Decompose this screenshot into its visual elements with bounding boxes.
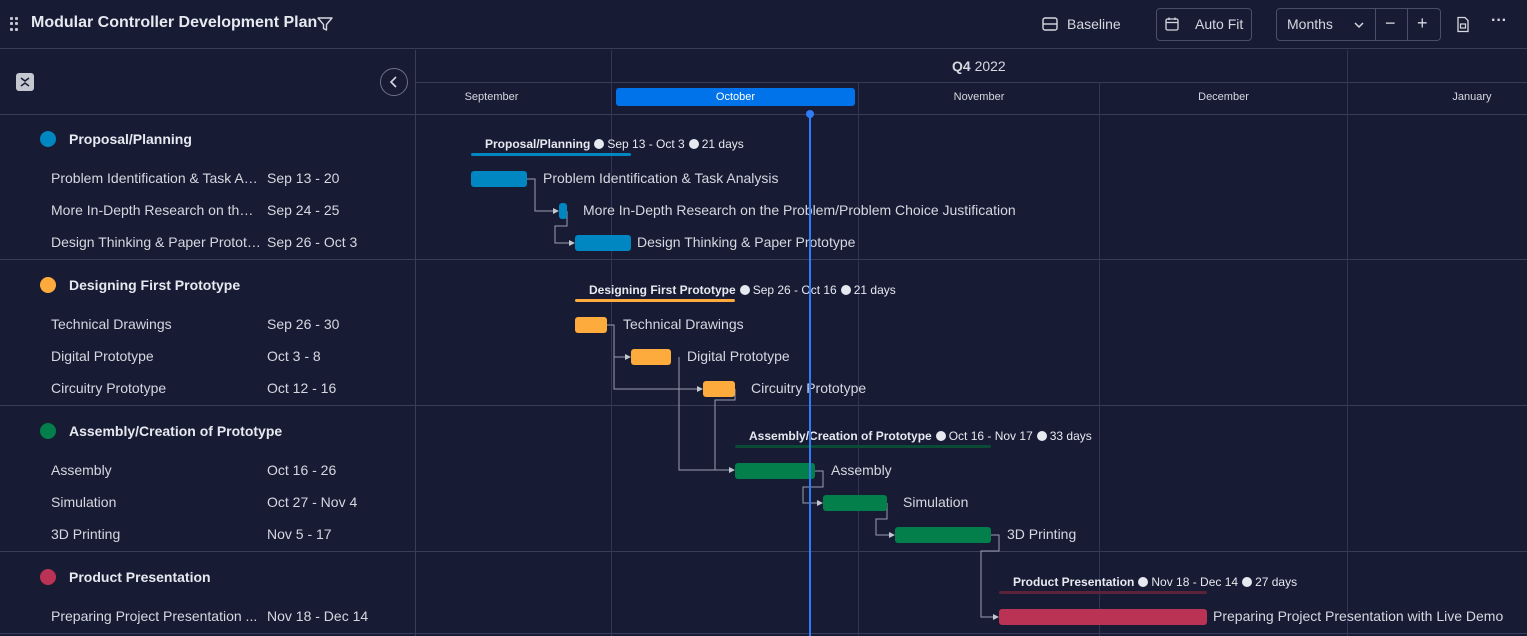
baseline-icon <box>1041 16 1059 37</box>
board-title[interactable]: Modular Controller Development Plan <box>31 14 318 31</box>
collapse-panel-button[interactable] <box>380 68 408 96</box>
baseline-button[interactable]: Baseline <box>1067 16 1121 32</box>
month-label: December <box>1198 91 1249 103</box>
task-bar-label: Simulation <box>903 494 969 510</box>
timeline-header: Q4 2022 September October November Decem… <box>416 50 1527 115</box>
task-bar-label: Problem Identification & Task Analysis <box>543 170 779 186</box>
group-color-dot <box>40 569 56 585</box>
month-gridline <box>611 50 612 636</box>
calendar-icon <box>1164 16 1180 37</box>
month-gridline <box>1347 50 1348 636</box>
task-dates[interactable]: Nov 18 - Dec 14 <box>267 608 369 624</box>
divider <box>1407 9 1408 40</box>
task-bar-label: Assembly <box>831 462 892 478</box>
task-bar-label: 3D Printing <box>1007 526 1077 542</box>
group-span-line <box>575 299 735 302</box>
month-label: September <box>464 91 519 103</box>
task-dates[interactable]: Sep 26 - Oct 3 <box>267 234 358 250</box>
group-color-dot <box>40 423 56 439</box>
task-bar[interactable] <box>631 349 671 365</box>
task-bar-label: Circuitry Prototype <box>751 380 867 396</box>
group-title[interactable]: Proposal/Planning <box>69 131 192 147</box>
quarter-label: Q4 2022 <box>952 58 1006 74</box>
task-bar-label: Design Thinking & Paper Prototype <box>637 234 856 250</box>
export-icon[interactable] <box>1455 16 1471 38</box>
group-separator <box>0 405 1527 406</box>
time-scale-select[interactable]: Months <box>1287 16 1333 32</box>
month-gridline <box>1099 82 1100 636</box>
collapse-all-icon[interactable] <box>16 73 34 91</box>
group-separator <box>0 633 1527 634</box>
task-bar[interactable] <box>735 463 815 479</box>
task-dates[interactable]: Oct 3 - 8 <box>267 348 321 364</box>
task-bar[interactable] <box>559 203 567 219</box>
task-dates[interactable]: Oct 27 - Nov 4 <box>267 494 358 510</box>
today-marker-dot <box>806 110 814 118</box>
group-color-dot <box>40 131 56 147</box>
zoom-in-button[interactable]: + <box>1417 13 1428 33</box>
group-title[interactable]: Designing First Prototype <box>69 277 241 293</box>
task-dates[interactable]: Sep 24 - 25 <box>267 202 340 218</box>
month-gridline <box>858 82 859 636</box>
task-bar[interactable] <box>703 381 735 397</box>
today-marker-line <box>809 113 811 636</box>
chevron-down-icon[interactable] <box>1353 18 1365 36</box>
header-divider <box>416 82 1527 83</box>
task-dates[interactable]: Nov 5 - 17 <box>267 526 332 542</box>
task-bar[interactable] <box>895 527 991 543</box>
auto-fit-button[interactable] <box>1156 8 1252 41</box>
group-span-line <box>999 591 1207 594</box>
more-options-button[interactable]: ··· <box>1491 12 1507 29</box>
month-label: January <box>1452 91 1492 103</box>
task-bar[interactable] <box>999 609 1207 625</box>
task-bar[interactable] <box>575 317 607 333</box>
group-span-line <box>471 153 631 156</box>
filter-icon[interactable] <box>316 15 334 38</box>
task-bar[interactable] <box>575 235 631 251</box>
drag-handle-icon[interactable] <box>10 17 20 31</box>
divider <box>1375 9 1376 40</box>
task-bar-label: Preparing Project Presentation with Live… <box>1213 608 1504 624</box>
zoom-out-button[interactable]: − <box>1385 13 1396 33</box>
group-separator <box>0 551 1527 552</box>
task-bar[interactable] <box>823 495 887 511</box>
group-color-dot <box>40 277 56 293</box>
group-title[interactable]: Product Presentation <box>69 569 211 585</box>
task-dates[interactable]: Sep 26 - 30 <box>267 316 340 332</box>
month-label-active[interactable]: October <box>616 88 855 106</box>
task-list-header <box>0 50 416 115</box>
task-bar-label: More In-Depth Research on the Problem/Pr… <box>583 202 1016 218</box>
group-span-line <box>735 445 991 448</box>
top-bar: Modular Controller Development Plan Base… <box>0 0 1527 49</box>
task-bar[interactable] <box>471 171 527 187</box>
task-dates[interactable]: Oct 16 - 26 <box>267 462 337 478</box>
month-label: November <box>953 91 1005 103</box>
task-bar-label: Digital Prototype <box>687 348 790 364</box>
group-title[interactable]: Assembly/Creation of Prototype <box>69 423 283 439</box>
zoom-control <box>1276 8 1441 41</box>
group-separator <box>0 259 1527 260</box>
task-list-panel <box>0 50 416 636</box>
task-bar-label: Technical Drawings <box>623 316 744 332</box>
auto-fit-label: Auto Fit <box>1195 16 1244 32</box>
task-dates[interactable]: Sep 13 - 20 <box>267 170 340 186</box>
task-dates[interactable]: Oct 12 - 16 <box>267 380 337 396</box>
